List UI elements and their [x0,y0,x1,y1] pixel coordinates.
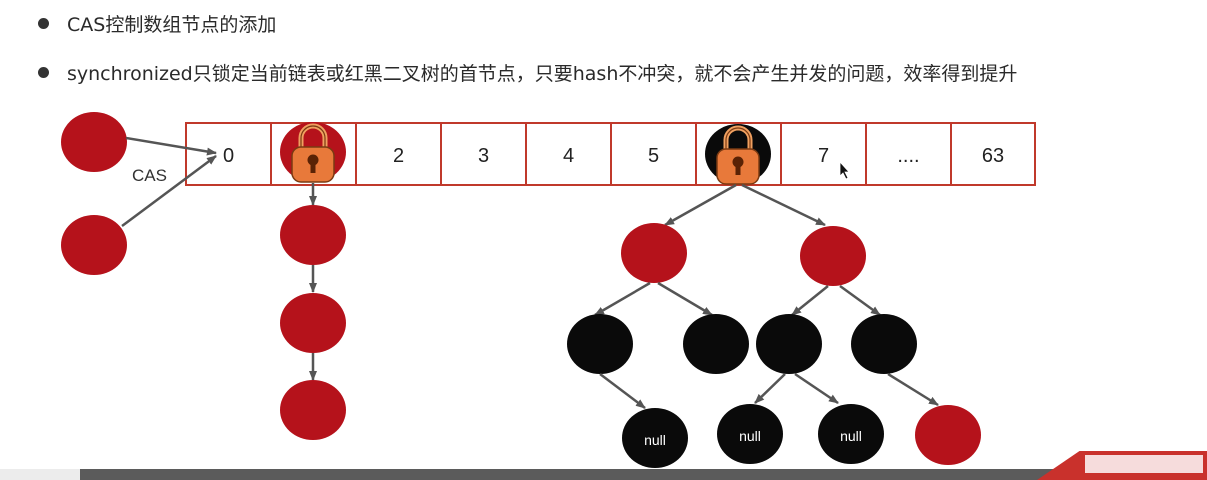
tree-node-black [756,314,822,374]
tree-edge [754,373,786,404]
tree-node-red [915,405,981,465]
bullet-item: synchronized只锁定当前链表或红黑二叉树的首节点，只要hash不冲突，… [38,55,1017,89]
tree-node-black [851,314,917,374]
tree-null-leaf [622,408,688,468]
null-label: null [739,428,761,444]
array-cell-9: 63 [950,122,1036,186]
tree-node-black [683,314,749,374]
bullet-item: CAS控制数组节点的添加 [38,6,1017,40]
array-cell-label: 4 [563,145,574,167]
footer-left-tab [0,469,80,480]
cas-arrow-2 [121,154,217,228]
array-cell-label: 5 [648,145,659,167]
array-cell-5: 5 [610,122,697,186]
tree-edge [887,372,939,407]
tree-node-red [800,226,866,286]
bullet-text-synchronized: synchronized只锁定当前链表或红黑二叉树的首节点，只要hash不冲突，… [67,62,1018,85]
tree-edge [657,281,713,317]
array-cell-label: 7 [818,145,829,167]
list-node [280,205,346,265]
cas-label: CAS [132,166,167,185]
tree-edge [594,281,651,317]
list-node [280,380,346,440]
array-cell-3: 3 [440,122,527,186]
lock-icon [291,123,335,183]
tree-node-red [621,223,687,283]
bullet-text-cas: CAS控制数组节点的添加 [67,13,277,36]
array-cell-7: 7 [780,122,867,186]
tree-null-leaf [818,404,884,464]
bullet-dot [38,66,49,78]
tree-edge [791,285,829,316]
mouse-cursor-icon [839,160,850,180]
array-cell-label: .... [897,145,919,167]
array-cell-label: 63 [982,145,1004,167]
null-label: null [840,428,862,444]
array-cell-8: .... [865,122,952,186]
slide-footer-bar [0,451,1207,480]
tree-edge [741,183,826,227]
tree-edge [839,284,881,317]
tree-edge [599,373,646,409]
array-cell-label: 2 [393,145,404,167]
bullet-dot [38,17,49,29]
array-cell-4: 4 [525,122,612,186]
tree-edge [664,183,737,227]
list-node [280,293,346,353]
tree-null-leaf [717,404,783,464]
array-cell-0: 0 [185,122,272,186]
bullet-list: CAS控制数组节点的添加 synchronized只锁定当前链表或红黑二叉树的首… [38,6,1017,104]
null-label: null [644,432,666,448]
array-cell-2: 2 [355,122,442,186]
lock-icon [716,125,760,185]
tree-node-black [567,314,633,374]
cas-incoming-node-2 [61,215,127,275]
tree-edge [794,372,839,405]
cas-arrow-1 [125,136,217,156]
array-cell-label: 0 [223,145,234,167]
footer-pale-strip [1085,455,1203,473]
cas-incoming-node-1 [61,112,127,172]
array-cell-label: 3 [478,145,489,167]
